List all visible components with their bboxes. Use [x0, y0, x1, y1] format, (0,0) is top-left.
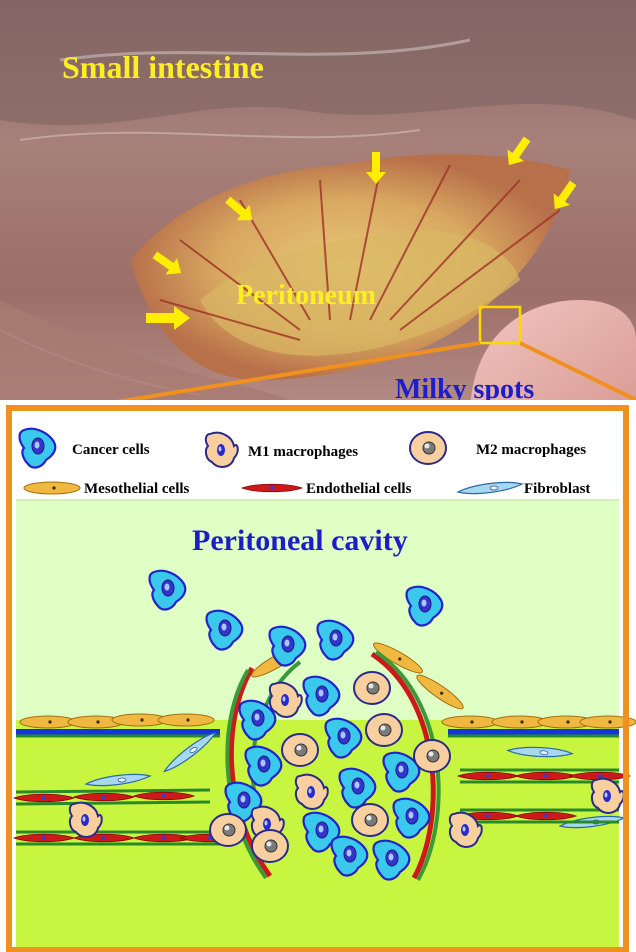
legend-label-m1-macrophages: M1 macrophages [248, 444, 358, 460]
legend-label-mesothelial-cells: Mesothelial cells [84, 481, 190, 497]
endothelial-cell-icon [242, 484, 302, 492]
legend-label-m2-macrophages: M2 macrophages [476, 442, 586, 458]
m2-macrophage-icon [410, 432, 446, 464]
legend-label-endothelial-cells: Endothelial cells [306, 481, 412, 497]
small-intestine-label: Small intestine [62, 49, 264, 85]
milky-spot-diagram: Cancer cells M1 macrophages M2 macrophag… [0, 400, 636, 952]
peritoneal-cavity-label: Peritoneal cavity [192, 524, 408, 557]
peritoneum-photo: Small intestine Peritoneum Milky spots [0, 0, 636, 416]
legend-label-cancer-cells: Cancer cells [72, 442, 150, 458]
mesothelial-cell-icon [24, 482, 80, 494]
legend-label-fibroblast: Fibroblast [524, 481, 590, 497]
peritoneum-label: Peritoneum [236, 280, 376, 311]
